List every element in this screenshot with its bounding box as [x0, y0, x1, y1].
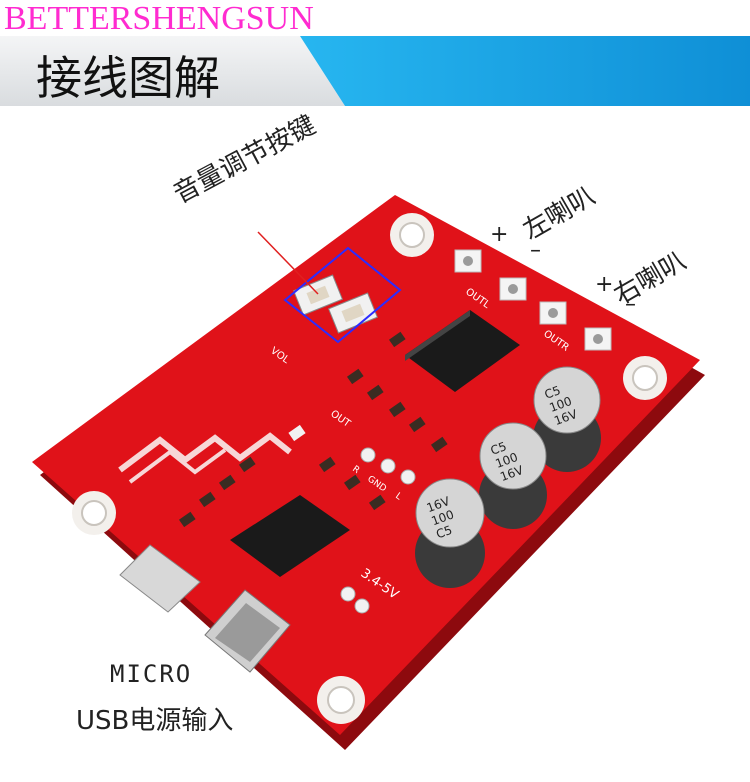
cap-code-text: C5	[543, 383, 563, 402]
speaker-pad-right-minus	[584, 327, 612, 351]
antenna-trace	[128, 448, 227, 484]
line-out-pads	[360, 447, 416, 485]
right-plus-sign: +	[595, 272, 614, 297]
volume-button-up	[293, 274, 343, 316]
antenna-trace	[118, 432, 292, 473]
mounting-hole	[623, 356, 667, 400]
speaker-pad-left-plus	[454, 249, 482, 273]
mounting-hole	[317, 676, 365, 724]
crystal-oscillator	[119, 544, 201, 613]
mounting-hole	[390, 213, 434, 257]
speaker-pad-left-minus	[499, 277, 527, 301]
power-pads	[340, 586, 370, 614]
r-silkscreen: R	[350, 464, 361, 476]
capacitor: 16V 100 C5	[415, 478, 485, 588]
left-minus-sign: –	[530, 238, 541, 263]
micro-label: MICRO	[110, 660, 193, 688]
bluetooth-chip	[230, 495, 350, 577]
page-title: 接线图解	[36, 51, 220, 105]
capacitor: C5 100 16V	[479, 422, 547, 529]
status-led	[288, 424, 306, 442]
amplifier-chip	[405, 310, 520, 392]
button-highlight-box	[283, 246, 402, 344]
title-banner	[0, 36, 750, 106]
smd-components	[178, 331, 448, 528]
pcb-board	[32, 195, 700, 735]
speaker-pad-right-plus	[539, 301, 567, 325]
cap-code-text: C5	[489, 439, 509, 458]
pointer-line	[257, 231, 319, 295]
left-plus-sign: +	[490, 222, 509, 247]
brand-watermark: BETTERSHENGSUN	[4, 0, 314, 37]
right-minus-sign: –	[625, 292, 636, 317]
l-silkscreen: L	[393, 491, 403, 502]
micro-usb-port	[204, 589, 291, 673]
mounting-hole	[72, 491, 116, 535]
cap-code-text: C5	[434, 523, 454, 542]
capacitor: C5 100 16V	[533, 366, 601, 472]
usb-input-label: USB电源输入	[76, 706, 234, 736]
